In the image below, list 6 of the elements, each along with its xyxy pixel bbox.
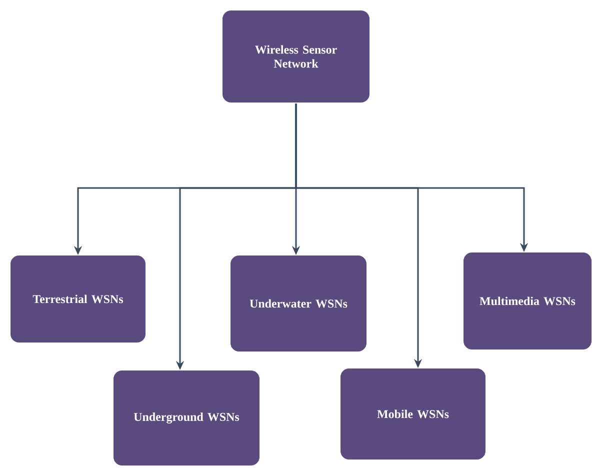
category-box: Underground WSNs — [112, 369, 260, 466]
category-box: Wireless Sensor Network — [222, 10, 370, 104]
category-box: Terrestrial WSNs — [10, 254, 146, 344]
category-box: Multimedia WSNs — [462, 252, 592, 350]
category-box: Underwater WSNs — [230, 254, 368, 352]
category-box: Mobile WSNs — [340, 367, 486, 460]
